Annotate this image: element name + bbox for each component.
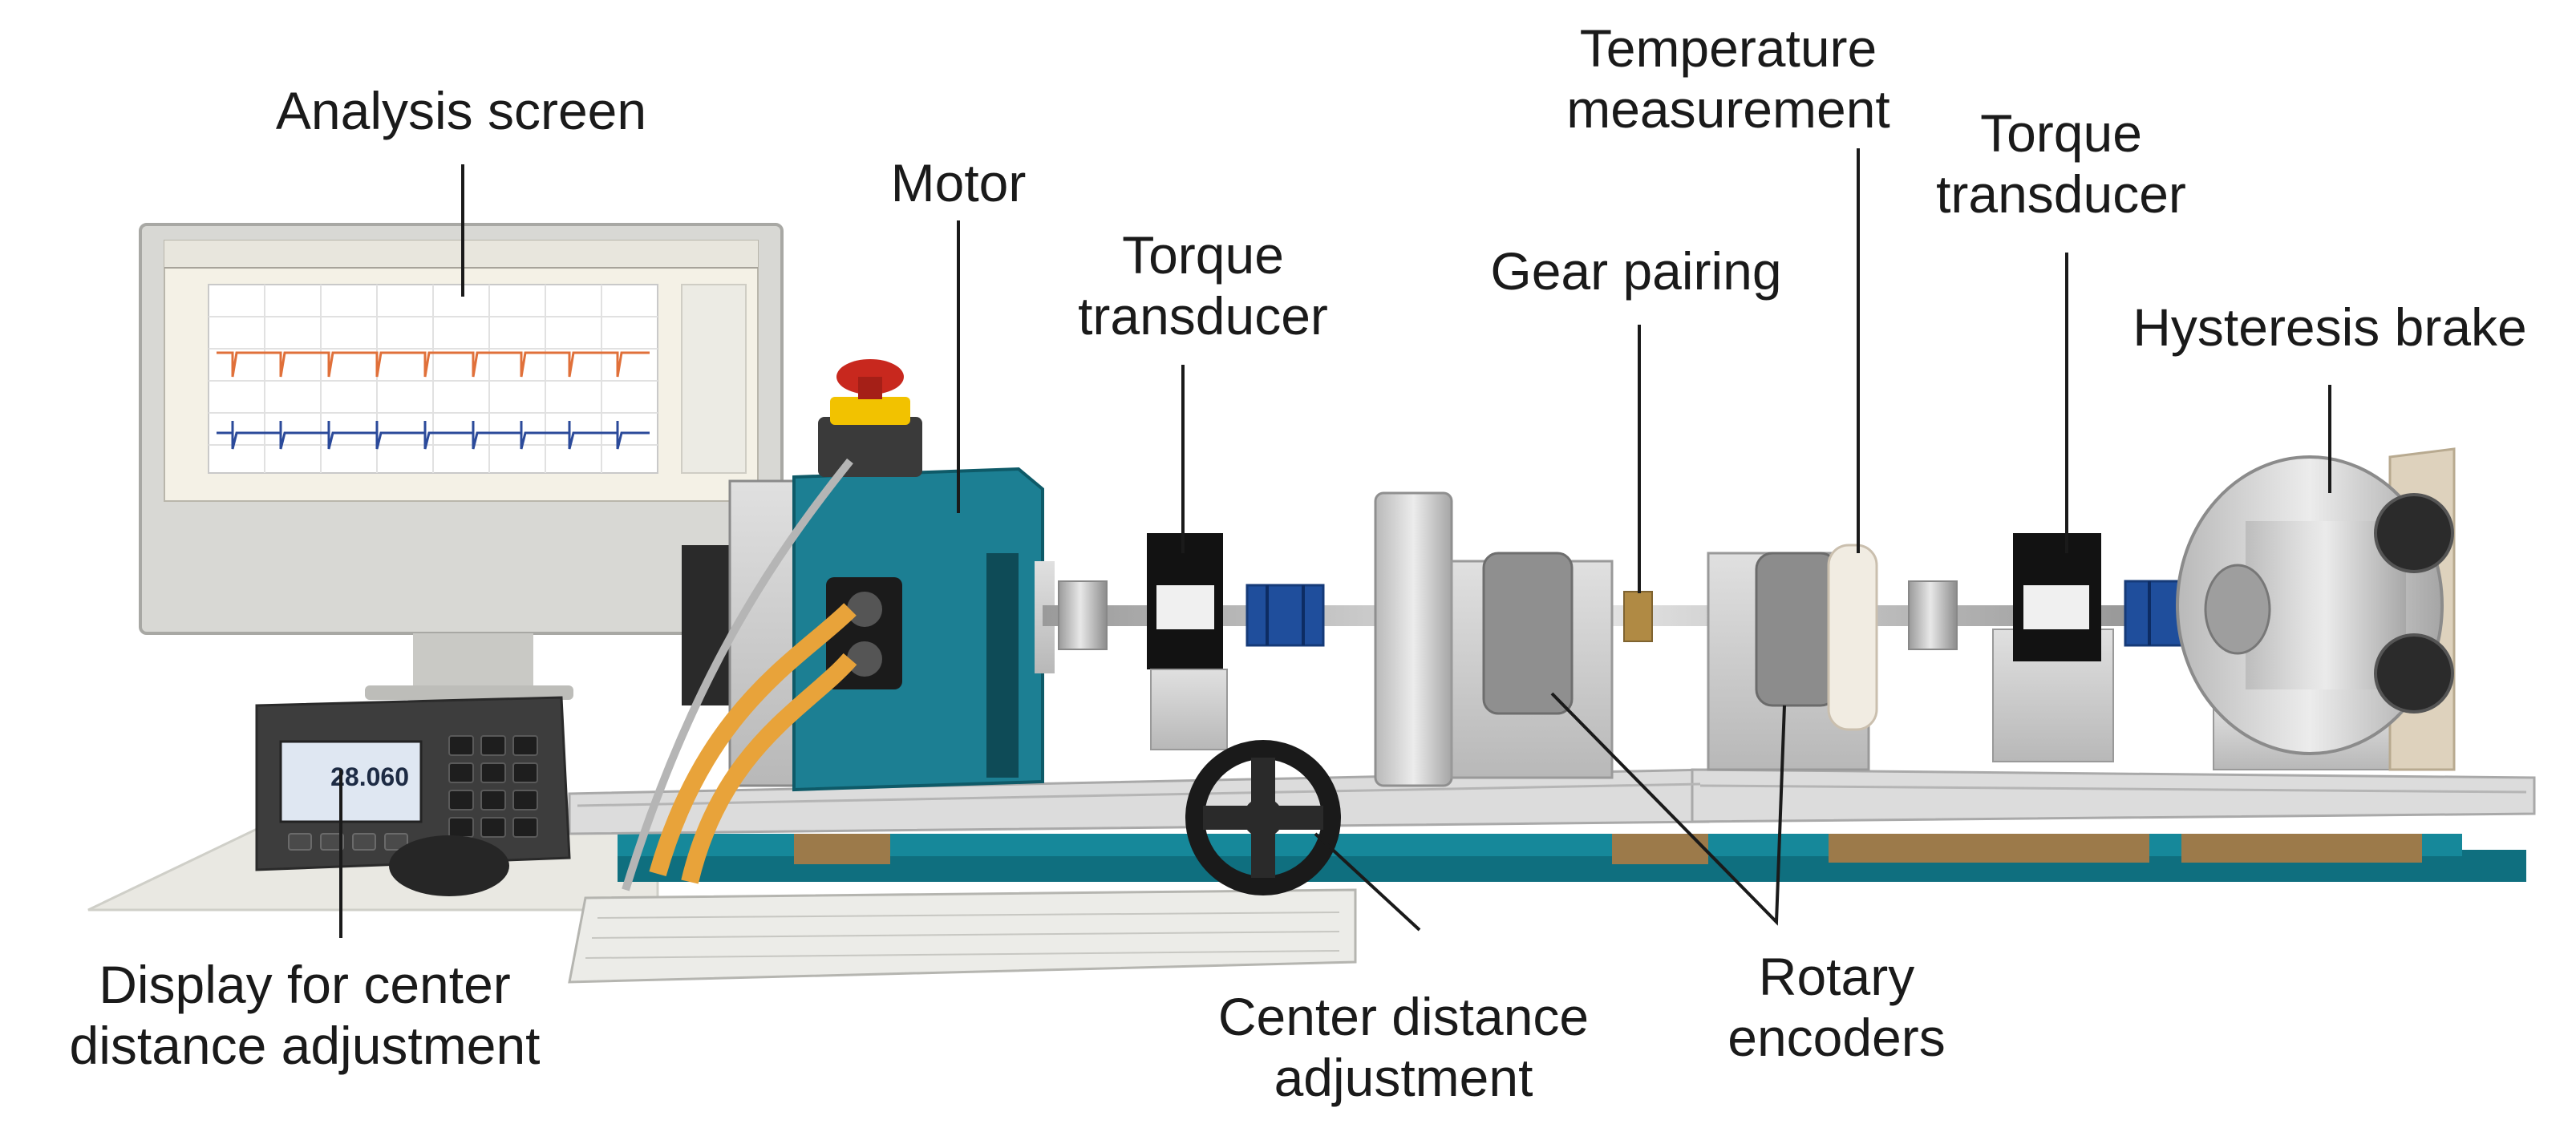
label-rotary-encoders: Rotary encoders [1727,947,1946,1067]
keyboard [568,888,1357,984]
estop-base [818,417,922,477]
cable-orange [649,603,857,877]
coupling-silver [1908,580,1958,650]
label-torque-transducer-2: Torque transducer [1936,103,2186,224]
cooling-fan-icon [2374,493,2454,573]
rotary-encoder [1755,552,1838,707]
label-torque-transducer-1: Torque transducer [1078,225,1328,346]
display-keypad [448,735,538,838]
cable-orange [681,653,857,884]
screen-side-panel [681,284,747,474]
monitor-base [365,685,573,700]
base-rail-top [618,834,2462,856]
estop-collar [830,397,910,425]
wood-strip [2181,834,2422,863]
leader-lines [339,148,2331,938]
label-motor: Motor [890,153,1027,212]
plot-orange-trace [217,351,650,378]
support-disc [1374,491,1453,787]
wood-strip [794,834,890,864]
plot-blue-trace [217,421,650,450]
cooling-fan-icon [2374,633,2454,713]
transducer-1-pedestal [1150,669,1228,750]
leader-encoders [1550,692,1786,926]
monitor-stand [413,633,533,689]
coupling-silver [1058,580,1108,650]
bearing-housing [1482,552,1574,715]
label-temperature-measurement: Temperature measurement [1566,18,1890,139]
transducer-2-label [2023,585,2089,629]
display-unit-screen [279,740,423,823]
gear-pair [1623,591,1653,642]
leader-center-distance [1314,832,1421,932]
transducer-1-label [1156,585,1214,629]
wood-strip [1612,834,1708,864]
label-analysis-screen: Analysis screen [275,81,647,140]
mouse [389,835,509,896]
handwheel [1185,740,1341,895]
label-display-for-center-distance: Display for center distance adjustment [69,955,541,1075]
temperature-disc [1827,544,1878,731]
cable-grey [622,458,853,891]
coupling-blue [1245,584,1325,647]
label-gear-pairing: Gear pairing [1490,241,1782,301]
motor-connector [847,592,882,627]
wood-strip [1829,834,2149,863]
table-plate-right [1691,768,2536,823]
keyboard-keys [585,912,1340,959]
label-hysteresis-brake: Hysteresis brake [2132,297,2527,357]
motor-vent [986,553,1019,778]
display-readout: 28.060 [330,762,409,791]
motor-connector [847,641,882,677]
display-function-keys [288,833,408,851]
label-center-distance-adjustment: Center distance adjustment [1217,987,1590,1107]
